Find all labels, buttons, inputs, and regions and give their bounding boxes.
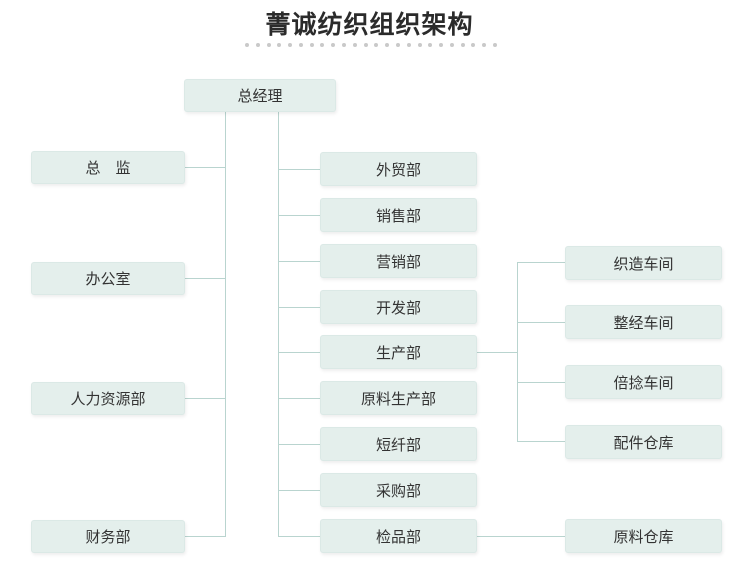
node-center-purchasing-department[interactable]: 采购部 bbox=[320, 473, 477, 507]
title-dot bbox=[406, 43, 411, 47]
node-left-hr-department[interactable]: 人力资源部 bbox=[31, 382, 185, 415]
title-dot bbox=[417, 43, 422, 47]
center-branch-line-8 bbox=[278, 490, 321, 491]
left-branch-line-2 bbox=[185, 278, 226, 279]
title-dot bbox=[309, 43, 314, 47]
node-root-general-manager[interactable]: 总经理 bbox=[184, 79, 336, 112]
title-dot bbox=[374, 43, 379, 47]
node-center-inspection-department[interactable]: 检品部 bbox=[320, 519, 477, 553]
center-branch-line-9 bbox=[278, 536, 321, 537]
center-branch-line-6 bbox=[278, 398, 321, 399]
production-branch-line-3 bbox=[517, 382, 565, 383]
node-right-raw-material-warehouse[interactable]: 原料仓库 bbox=[565, 519, 722, 553]
node-center-development-department[interactable]: 开发部 bbox=[320, 290, 477, 324]
title-dot bbox=[331, 43, 336, 47]
title-dot bbox=[298, 43, 303, 47]
center-branch-line-7 bbox=[278, 444, 321, 445]
title-dot bbox=[492, 43, 497, 47]
title-dot bbox=[482, 43, 487, 47]
production-branch-line-4 bbox=[517, 441, 565, 442]
center-branch-line-1 bbox=[278, 169, 321, 170]
title-dot bbox=[428, 43, 433, 47]
production-trunk-line bbox=[517, 262, 518, 442]
production-branch-line-1 bbox=[517, 262, 565, 263]
center-branch-line-2 bbox=[278, 215, 321, 216]
node-center-foreign-trade-department[interactable]: 外贸部 bbox=[320, 152, 477, 186]
node-right-parts-warehouse[interactable]: 配件仓库 bbox=[565, 425, 722, 459]
node-left-finance-department[interactable]: 财务部 bbox=[31, 520, 185, 553]
node-right-weaving-workshop[interactable]: 织造车间 bbox=[565, 246, 722, 280]
title-dot bbox=[277, 43, 282, 47]
title-dot bbox=[385, 43, 390, 47]
title-dot bbox=[471, 43, 476, 47]
node-left-office[interactable]: 办公室 bbox=[31, 262, 185, 295]
title-dot bbox=[320, 43, 325, 47]
node-left-director[interactable]: 总 监 bbox=[31, 151, 185, 184]
page-title: 菁诚纺织组织架构 bbox=[265, 11, 474, 39]
production-stem-line bbox=[477, 352, 518, 353]
title-dot bbox=[342, 43, 347, 47]
left-branch-line-3 bbox=[185, 398, 226, 399]
title-dot bbox=[255, 43, 260, 47]
node-right-doubling-twisting-workshop[interactable]: 倍捻车间 bbox=[565, 365, 722, 399]
center-branch-line-4 bbox=[278, 307, 321, 308]
title-dot bbox=[395, 43, 400, 47]
node-right-warping-workshop[interactable]: 整经车间 bbox=[565, 305, 722, 339]
center-branch-line-5 bbox=[278, 352, 321, 353]
title-dot bbox=[288, 43, 293, 47]
left-branch-line-4 bbox=[185, 536, 226, 537]
left-trunk-line bbox=[225, 110, 226, 537]
node-center-raw-material-production-department[interactable]: 原料生产部 bbox=[320, 381, 477, 415]
inspection-branch-line-1 bbox=[477, 536, 565, 537]
title-dot bbox=[352, 43, 357, 47]
center-trunk-line bbox=[278, 110, 279, 537]
left-branch-line-1 bbox=[185, 167, 226, 168]
title-dot-divider bbox=[245, 42, 497, 48]
center-branch-line-3 bbox=[278, 261, 321, 262]
node-center-sales-department[interactable]: 销售部 bbox=[320, 198, 477, 232]
title-dot bbox=[460, 43, 465, 47]
node-center-production-department[interactable]: 生产部 bbox=[320, 335, 477, 369]
title-dot bbox=[363, 43, 368, 47]
production-branch-line-2 bbox=[517, 322, 565, 323]
title-dot bbox=[439, 43, 444, 47]
node-center-marketing-department[interactable]: 营销部 bbox=[320, 244, 477, 278]
title-dot bbox=[266, 43, 271, 47]
node-center-short-fiber-department[interactable]: 短纤部 bbox=[320, 427, 477, 461]
title-dot bbox=[245, 43, 249, 47]
title-dot bbox=[449, 43, 454, 47]
